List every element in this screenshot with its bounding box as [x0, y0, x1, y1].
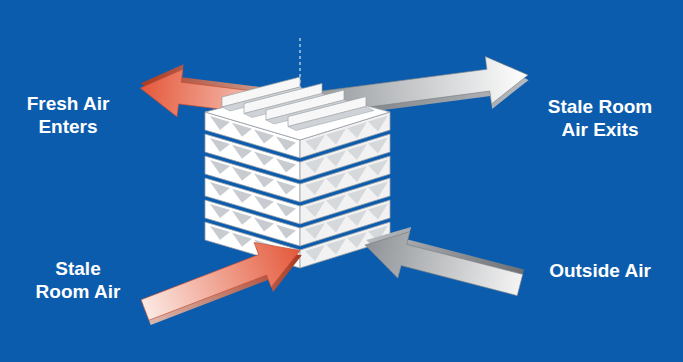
corrugation — [254, 152, 274, 166]
outside-air-arrow — [359, 217, 527, 308]
corrugation — [347, 144, 367, 160]
corrugation — [347, 188, 367, 204]
corrugation — [368, 160, 388, 176]
corrugation — [368, 138, 388, 154]
corrugation — [232, 167, 252, 181]
corrugation — [254, 174, 274, 188]
flow-label: Stale Room Air — [31, 257, 126, 303]
corrugation — [210, 204, 230, 218]
corrugation — [305, 245, 325, 261]
flow-label: Outside Air — [549, 259, 651, 282]
corrugation — [210, 138, 230, 152]
corrugation — [368, 182, 388, 198]
stale-air-arrow — [136, 228, 310, 337]
corrugation — [347, 210, 367, 226]
corrugation — [232, 233, 252, 247]
plate-top — [205, 77, 390, 140]
ridge-shade — [288, 107, 374, 131]
corrugation — [254, 218, 274, 232]
flow-label: Fresh Air Enters — [18, 92, 118, 138]
corrugation — [276, 202, 296, 216]
corrugation — [326, 195, 346, 211]
corrugation — [254, 196, 274, 210]
corrugation — [368, 204, 388, 220]
corrugation — [232, 145, 252, 159]
corrugation — [276, 180, 296, 194]
corrugation — [347, 232, 367, 248]
corrugation — [326, 239, 346, 255]
corrugation — [305, 223, 325, 239]
corrugation — [326, 217, 346, 233]
corrugation — [347, 166, 367, 182]
corrugation — [276, 158, 296, 172]
corrugation — [210, 182, 230, 196]
corrugation — [326, 173, 346, 189]
corrugation — [232, 211, 252, 225]
plate-stack — [205, 77, 390, 268]
corrugation — [305, 157, 325, 173]
corrugation — [326, 151, 346, 167]
corrugation — [276, 224, 296, 238]
corrugation — [276, 136, 296, 150]
corrugation — [305, 201, 325, 217]
corrugation — [232, 189, 252, 203]
corrugation — [210, 226, 230, 240]
corrugation — [210, 160, 230, 174]
corrugation — [305, 179, 325, 195]
flow-label: Stale Room Air Exits — [543, 95, 658, 141]
